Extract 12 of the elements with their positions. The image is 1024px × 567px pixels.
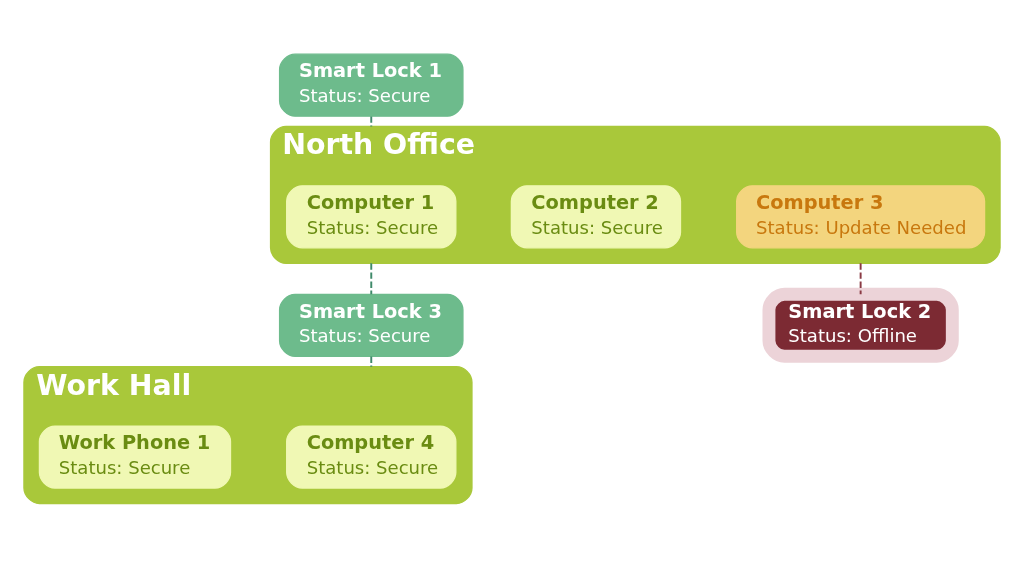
connector — [859, 261, 862, 295]
connector — [370, 261, 373, 295]
node-box: Computer 2 Status: Secure — [510, 184, 682, 248]
node-box: Smart Lock 1 Status: Secure — [278, 53, 464, 117]
connector — [370, 355, 373, 368]
connector — [370, 114, 373, 127]
node-box: Smart Lock 3 Status: Secure — [278, 293, 464, 357]
node-box: Work Phone 1 Status: Secure — [38, 424, 232, 489]
node-box: Computer 3 Status: Update Needed — [736, 184, 986, 248]
node-box: Computer 4 Status: Secure — [286, 424, 457, 489]
node-box: Computer 1 Status: Secure — [286, 184, 457, 248]
node-box: Smart Lock 2 Status: Offline — [762, 287, 959, 363]
